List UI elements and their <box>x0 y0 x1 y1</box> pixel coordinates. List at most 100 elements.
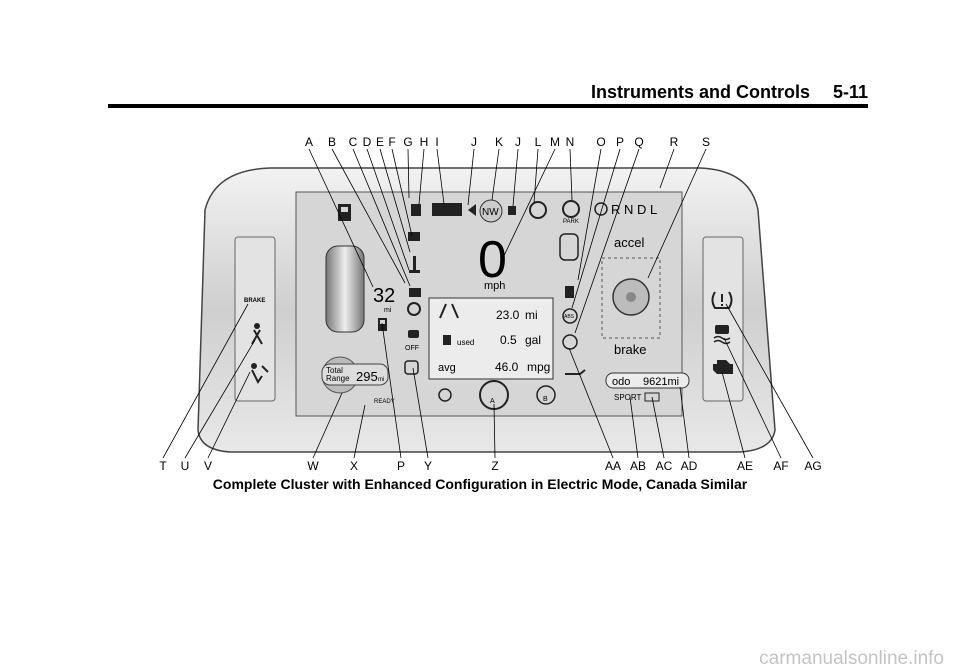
header-rule <box>108 104 868 108</box>
callout-ac: AC <box>656 459 673 473</box>
avg-value: 46.0 <box>495 360 519 374</box>
drive-mode-bars-icon <box>644 392 660 402</box>
callout-u: U <box>181 459 190 473</box>
drive-mode: SPORT <box>614 393 642 402</box>
range-small-value: 32 <box>373 285 395 307</box>
check-engine-icon <box>713 360 733 374</box>
compass-icon <box>479 199 503 223</box>
range-small-unit: mi <box>384 307 392 314</box>
total-range-unit: mi <box>378 377 384 383</box>
callout-v: V <box>204 459 212 473</box>
callout-p: P <box>616 135 624 149</box>
odometer-box <box>605 372 690 389</box>
climate-icon <box>438 388 452 402</box>
tpms-b-icon <box>536 385 556 405</box>
callout-j: J <box>471 135 477 149</box>
callout-ae: AE <box>737 459 753 473</box>
callout-ag: AG <box>804 459 821 473</box>
callout-d: D <box>363 135 372 149</box>
callout-q: Q <box>634 135 643 149</box>
right-side-panel <box>702 236 744 402</box>
road-icon <box>439 303 459 319</box>
trip-distance: 23.0 <box>496 308 520 322</box>
avg-label: avg <box>438 362 456 374</box>
seatbelt-icon <box>251 323 263 345</box>
callout-ab: AB <box>630 459 646 473</box>
callout-l: L <box>535 135 542 149</box>
callout-e: E <box>376 135 384 149</box>
callout-c: C <box>349 135 358 149</box>
total-range-label-1: Total <box>326 366 343 375</box>
turn-left-arrow-icon <box>468 204 476 216</box>
oil-pressure-icon <box>565 369 586 375</box>
total-range-value: 295 <box>356 369 378 384</box>
fuel-used-unit: gal <box>525 333 541 347</box>
figure-caption: Complete Cluster with Enhanced Configura… <box>212 476 748 492</box>
callout-b: B <box>328 135 336 149</box>
callout-s: S <box>702 135 710 149</box>
security-icon <box>408 232 420 241</box>
bottom-callout-labels: T U V W X P Y Z AA AB AC AD AE AF AG <box>159 459 821 473</box>
callout-n: N <box>566 135 575 149</box>
traction-off-text: OFF <box>405 345 419 352</box>
top-callout-labels: A B C D E F G H I J K J L M N O P Q R S <box>305 135 710 149</box>
callout-t: T <box>159 459 167 473</box>
left-side-panel <box>234 236 276 402</box>
accel-label: accel <box>614 235 644 250</box>
park-indicator-icon <box>562 200 580 218</box>
odometer-label: odo <box>612 376 630 388</box>
callout-z: Z <box>491 459 498 473</box>
callout-m: M <box>550 135 560 149</box>
callout-h: H <box>420 135 429 149</box>
fuel-door-icon <box>338 204 351 221</box>
speed-unit: mph <box>484 280 505 292</box>
callout-x: X <box>350 459 358 473</box>
fuel-used-value: 0.5 <box>500 333 517 347</box>
traction-control-icon <box>713 325 731 345</box>
info-icon <box>404 360 419 375</box>
battery-charge-gauge <box>325 245 365 333</box>
tpms-b-label: B <box>543 396 548 403</box>
low-fuel-icon <box>565 286 574 298</box>
callout-j-2: J <box>515 135 521 149</box>
section-title: Instruments and Controls <box>590 82 810 102</box>
gear-park-icon <box>594 202 608 216</box>
odometer-value: 9621mi <box>643 376 679 388</box>
brake-warning-text: BRAKE <box>244 298 265 304</box>
callout-k: K <box>495 135 503 149</box>
cruise-icon <box>432 203 462 216</box>
callout-y: Y <box>424 459 432 473</box>
park-brake-icon <box>407 302 421 316</box>
vehicle-icon <box>559 233 579 261</box>
callout-a: A <box>305 135 313 149</box>
lock-icon <box>409 288 421 297</box>
callout-w: W <box>307 459 319 473</box>
gear-letters: R N D L <box>611 202 657 217</box>
callout-i: I <box>435 135 438 149</box>
abs-icon <box>562 308 578 324</box>
callout-o: O <box>596 135 605 149</box>
traction-off-icon <box>408 330 419 338</box>
callout-g: G <box>403 135 412 149</box>
callout-p-2: P <box>397 459 405 473</box>
callout-f: F <box>388 135 395 149</box>
headlamp-icon <box>508 206 516 215</box>
park-text: PARK <box>563 219 579 225</box>
callout-aa: AA <box>605 459 621 473</box>
fuel-used-label: used <box>457 338 474 347</box>
power-flow-grid <box>601 257 661 339</box>
tpms-a-label: A <box>490 398 495 405</box>
coolant-temperature-icon <box>409 256 420 273</box>
callout-leaders <box>162 148 814 459</box>
compass-direction: NW <box>482 207 499 218</box>
cruise-set-icon <box>529 201 547 219</box>
charging-icon <box>411 204 421 216</box>
brake-label: brake <box>614 342 647 357</box>
fuel-used-icon <box>443 335 451 345</box>
ready-indicator: READY <box>374 399 395 405</box>
callout-af: AF <box>773 459 788 473</box>
tire-warning-icon <box>562 334 578 350</box>
total-range-label-2: Range <box>326 374 350 383</box>
avg-unit: mpg <box>527 360 550 374</box>
